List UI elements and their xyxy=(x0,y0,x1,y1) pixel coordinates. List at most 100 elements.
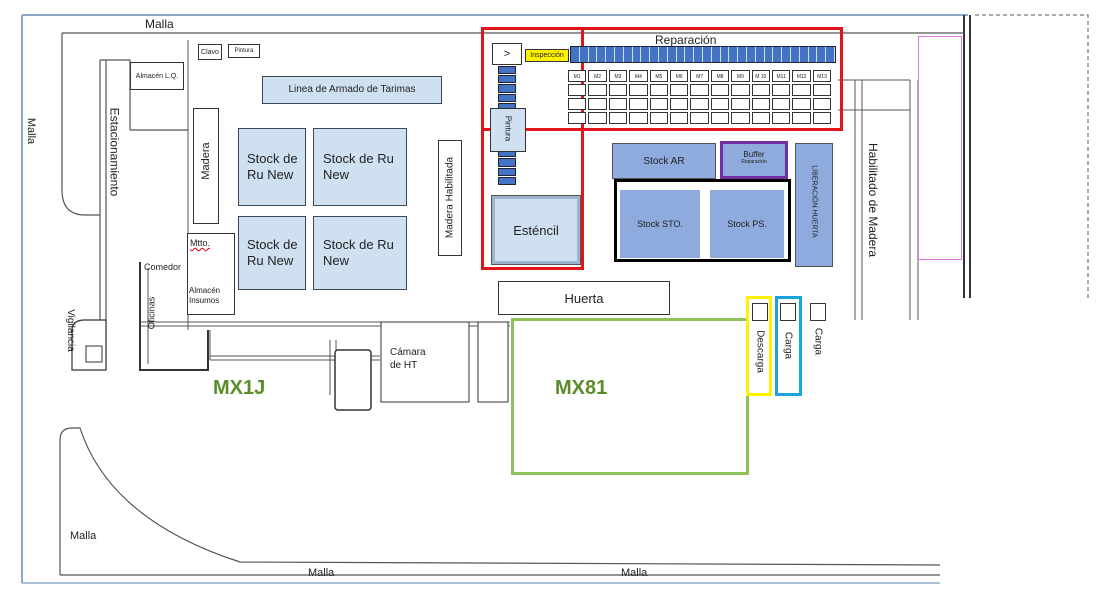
repair-station-slot xyxy=(608,98,628,110)
estencil-label: Esténcil xyxy=(513,222,559,238)
conveyor-slat xyxy=(817,47,827,62)
repair-station-slot xyxy=(568,98,587,110)
buffer-label: Buffer xyxy=(743,150,765,159)
inspeccion-box: Inspección xyxy=(525,49,569,62)
servicios-box xyxy=(187,233,235,315)
conveyor-slat xyxy=(765,47,774,62)
conveyor-slat xyxy=(606,47,615,62)
repair-station: M8 xyxy=(710,70,730,124)
repair-station: M13 xyxy=(812,70,832,124)
oficinas-label: Oficinas xyxy=(146,296,157,330)
repair-station: M3 xyxy=(608,70,628,124)
carga-dock xyxy=(810,303,826,321)
conveyor-slat xyxy=(498,93,516,102)
huerta-box: Huerta xyxy=(498,281,670,315)
clavo-box: Clavo xyxy=(198,44,222,60)
conveyor-slat xyxy=(498,75,516,84)
repair-station-slot xyxy=(568,112,587,124)
conveyor-slat xyxy=(668,47,677,62)
habilitado-madera-label: Habilitado de Madera xyxy=(866,142,880,258)
conveyor-slat xyxy=(747,47,756,62)
conveyor-slat xyxy=(721,47,730,62)
madera-label: Madera xyxy=(200,142,212,180)
conveyor-slat xyxy=(729,47,739,62)
stock-sto-ps-frame xyxy=(614,179,791,262)
stock-ru-new-box: Stock de Ru New xyxy=(238,216,306,290)
reparacion-label: Reparación xyxy=(655,33,717,47)
conveyor-slat xyxy=(498,158,516,167)
descarga-dock-zone xyxy=(746,296,772,396)
camara-ht-label: Cámara de HT xyxy=(390,347,426,371)
repair-station: M1 xyxy=(568,70,587,124)
linea-armado-label: Linea de Armado de Tarimas xyxy=(288,84,416,95)
conveyor-slat xyxy=(589,47,598,62)
repair-station-slot xyxy=(629,98,648,110)
repair-station-slot xyxy=(588,112,607,124)
reparacion-conveyor xyxy=(570,46,836,63)
conveyor-slat xyxy=(800,47,809,62)
comedor-label: Comedor xyxy=(144,262,182,272)
repair-station-slot xyxy=(690,84,709,96)
conveyor-slat xyxy=(641,47,651,62)
repair-station-label: M4 xyxy=(629,70,648,82)
repair-station-label: M1 xyxy=(568,70,587,82)
repair-station-slot xyxy=(629,84,648,96)
carga-dock xyxy=(780,303,796,321)
stock-ru-new-label: Stock de Ru New xyxy=(323,237,394,268)
conveyor-slat xyxy=(624,47,633,62)
repair-station-slot xyxy=(772,98,791,110)
liberacion-huerta-label: LIBERACIÓN HUERTA xyxy=(810,165,818,238)
conveyor-slat xyxy=(498,84,516,93)
mx81-zone xyxy=(511,318,749,475)
vigilancia-label: Vigilancia xyxy=(64,309,76,352)
conveyor-slat xyxy=(498,176,516,186)
estacionamiento-label: Estacionamiento xyxy=(107,107,122,197)
conveyor-slat xyxy=(498,66,516,75)
repair-station-slot xyxy=(772,112,791,124)
stock-ru-new-box: Stock de Ru New xyxy=(313,128,407,206)
repair-station-slot xyxy=(649,98,668,110)
repair-station-label: M13 xyxy=(812,70,832,82)
repair-station-slot xyxy=(690,112,709,124)
stock-ar-box: Stock AR xyxy=(612,143,716,179)
repair-station-slot xyxy=(731,98,750,110)
conveyor-slat xyxy=(712,47,721,62)
stock-ru-new-label: Stock de Ru New xyxy=(247,151,298,182)
repair-station-slot xyxy=(731,84,750,96)
repair-station-slot xyxy=(649,112,668,124)
conveyor-slat xyxy=(694,47,703,62)
stock-ru-new-label: Stock de Ru New xyxy=(247,237,298,268)
arrow-icon: > xyxy=(503,48,511,60)
repair-station-slot xyxy=(812,98,832,110)
conveyor-slat xyxy=(597,47,607,62)
conveyor-slat xyxy=(498,167,516,176)
repair-station: M9 xyxy=(731,70,750,124)
mtto-label: Mtto. xyxy=(190,238,211,248)
repair-station-slot xyxy=(812,84,832,96)
mx81-label: MX81 xyxy=(555,377,608,399)
repair-station-slot xyxy=(792,112,811,124)
malla-top-label: Malla xyxy=(145,17,174,31)
repair-station-slot xyxy=(568,84,587,96)
carga-label: Carga xyxy=(812,327,824,356)
almacen-lq-label: Almacén L.Q. xyxy=(135,72,179,80)
pintura-zone xyxy=(481,27,584,270)
repair-station-slot xyxy=(710,112,730,124)
repair-station-slot xyxy=(670,84,689,96)
conveyor-slat xyxy=(738,47,747,62)
stock-ru-new-box: Stock de Ru New xyxy=(313,216,407,290)
conveyor-slat xyxy=(782,47,791,62)
repair-station-slot xyxy=(731,112,750,124)
malla-bottom-left-label: Malla xyxy=(70,530,97,542)
buffer-box: Buffer Reparación xyxy=(720,141,788,179)
inspeccion-label: Inspección xyxy=(530,52,564,59)
carga-label: Carga xyxy=(782,331,794,360)
entrada-arrow-box: > xyxy=(492,43,522,65)
pintura-label: Pintura xyxy=(234,48,254,54)
huerta-label: Huerta xyxy=(564,290,604,306)
repair-station-slot xyxy=(608,112,628,124)
conveyor-slat xyxy=(756,47,765,62)
conveyor-slat xyxy=(809,47,818,62)
